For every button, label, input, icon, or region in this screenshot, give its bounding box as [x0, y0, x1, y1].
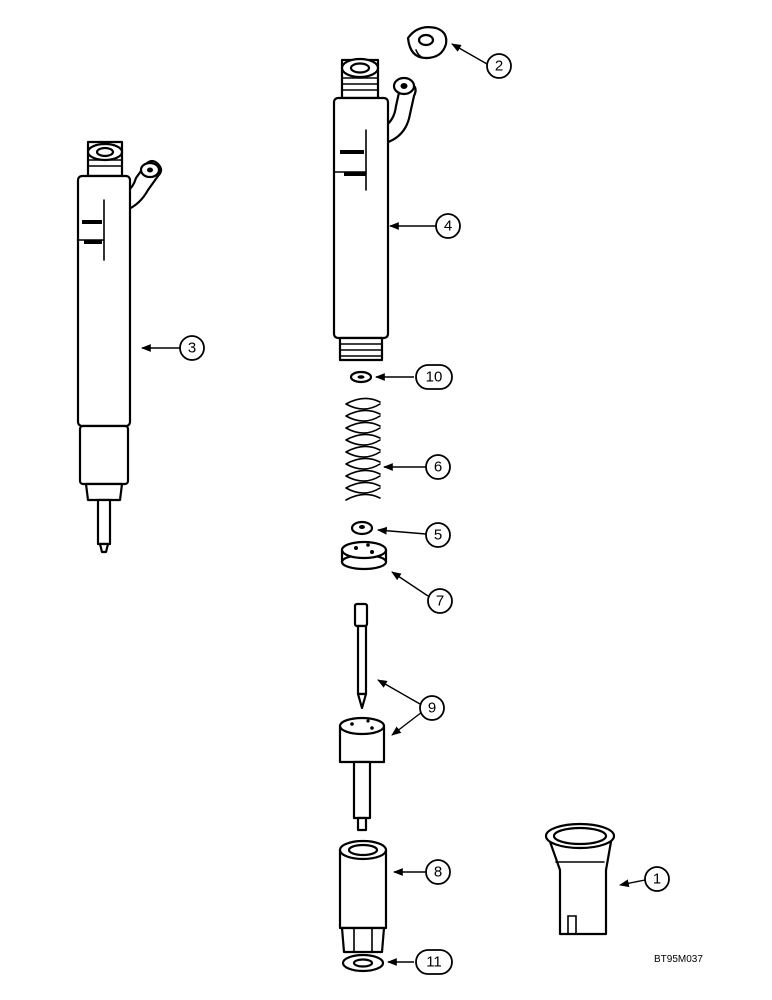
callout-10: 10 — [415, 364, 453, 390]
nozzle-nut — [338, 839, 388, 954]
svg-text:7: 7 — [436, 593, 444, 610]
leader-lines — [141, 43, 646, 966]
svg-text:2: 2 — [495, 58, 503, 75]
svg-text:10: 10 — [426, 369, 443, 386]
svg-text:8: 8 — [434, 864, 442, 881]
spring — [345, 397, 381, 501]
spring-seat — [350, 520, 374, 536]
injector-assembly — [76, 140, 163, 554]
intermediate-plate — [340, 540, 388, 571]
callout-3: 3 — [179, 335, 205, 361]
nozzle-needle — [353, 602, 369, 710]
callout-4: 4 — [435, 213, 461, 239]
svg-text:11: 11 — [426, 954, 442, 971]
reference-code: BT95M037 — [654, 954, 703, 965]
svg-text:5: 5 — [434, 527, 442, 544]
nozzle-body — [338, 716, 386, 832]
callout-5: 5 — [425, 522, 451, 548]
svg-text:6: 6 — [434, 459, 442, 476]
callout-1: 1 — [644, 866, 670, 892]
shim — [349, 370, 373, 384]
callout-7: 7 — [427, 588, 453, 614]
svg-text:4: 4 — [444, 218, 452, 235]
svg-text:1: 1 — [653, 871, 661, 888]
leak-off-clamp — [406, 26, 448, 60]
injector-body — [332, 57, 417, 362]
sealing-washer — [341, 953, 385, 973]
callout-6: 6 — [425, 454, 451, 480]
injector-sleeve — [544, 822, 616, 936]
callout-8: 8 — [425, 859, 451, 885]
svg-text:3: 3 — [188, 340, 196, 357]
callout-11: 11 — [415, 949, 453, 975]
callout-9: 9 — [419, 695, 445, 721]
svg-text:9: 9 — [428, 700, 436, 717]
callout-2: 2 — [486, 53, 512, 79]
